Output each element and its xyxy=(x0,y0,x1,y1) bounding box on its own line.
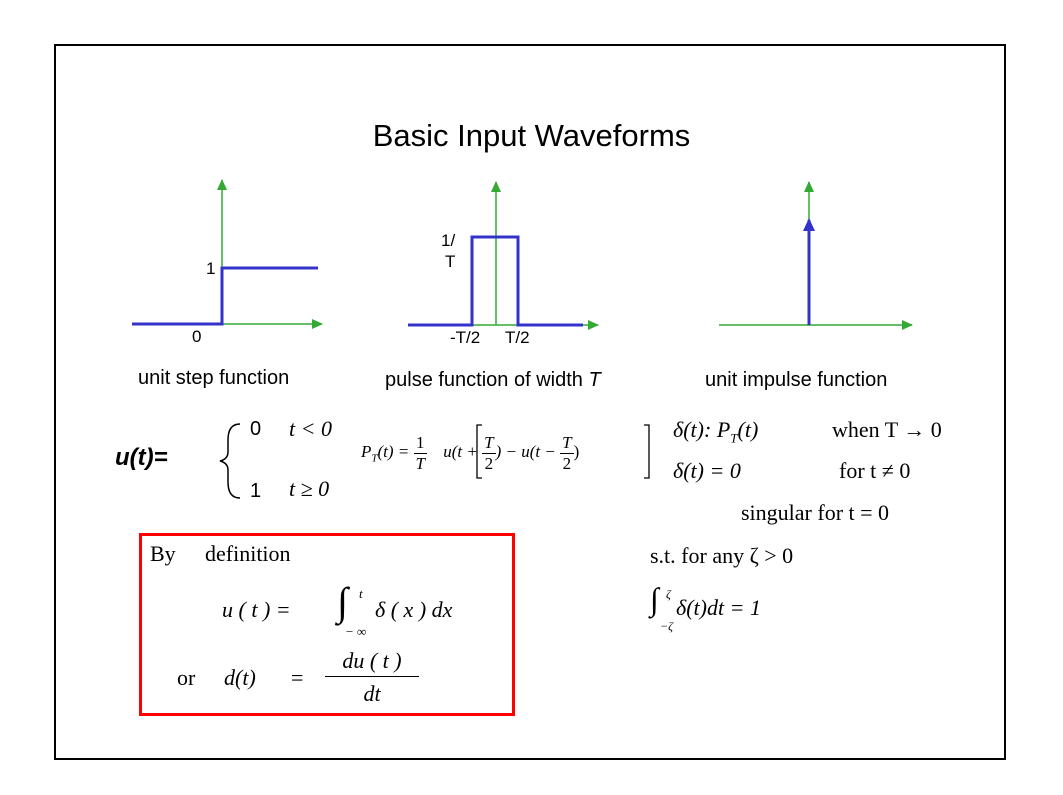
definition-integral-body: δ ( x ) dx xyxy=(375,597,453,622)
step-x-label: 0 xyxy=(192,327,202,346)
impulse-line2-right: for t ≠ 0 xyxy=(839,458,911,483)
pulse-caption: pulse function of width T xyxy=(385,369,601,392)
pulse-y-label-top: 1/ xyxy=(441,231,456,250)
pulse-eq-frac3-num: T xyxy=(560,432,574,454)
step-y-label: 1 xyxy=(206,259,216,278)
pulse-eq-end: ) xyxy=(573,442,580,461)
pulse-eq-lhs-sub: T xyxy=(371,452,378,465)
pulse-x-label-left: -T/2 xyxy=(450,328,481,347)
impulse-plot xyxy=(719,181,913,330)
pulse-eq-frac2-den: 2 xyxy=(484,453,494,473)
step-eq-case2-cond: t ≥ 0 xyxy=(289,476,330,501)
step-plot xyxy=(132,179,323,329)
pulse-eq-lhs: P xyxy=(361,442,372,461)
impulse-integral-lower: −ζ xyxy=(660,619,673,633)
step-caption: unit step function xyxy=(138,367,290,389)
step-eq-lhs: u(t)= xyxy=(115,444,168,471)
definition-eq2-or: or xyxy=(177,665,196,690)
impulse-caption: unit impulse function xyxy=(705,369,888,391)
impulse-integral-upper: ζ xyxy=(666,587,671,601)
slide-frame xyxy=(54,44,1006,760)
impulse-line1-arg: (t) xyxy=(737,417,759,442)
pulse-eq-frac2-num: T xyxy=(482,432,496,454)
definition-integral-sign: ∫ xyxy=(337,579,348,624)
slide-title: Basic Input Waveforms xyxy=(372,118,691,153)
impulse-line1-sub: T xyxy=(730,430,738,446)
impulse-line1-right: when T → 0 xyxy=(832,417,942,442)
step-eq-case1-value: 0 xyxy=(250,418,262,440)
pulse-y-label-bottom: T xyxy=(445,252,456,271)
definition-integral-lower: − ∞ xyxy=(345,624,367,639)
definition-eq1-integral: ∫ t − ∞ δ ( x ) dx xyxy=(337,579,507,644)
pulse-eq-lhs-arg: (t) = xyxy=(377,442,414,461)
definition-box xyxy=(139,533,515,716)
pulse-eq-mid: ) − u(t − xyxy=(495,442,556,461)
pulse-caption-text: pulse function of width xyxy=(385,369,589,391)
impulse-integral-sign: ∫ xyxy=(650,581,659,617)
pulse-eq-frac1-den: T xyxy=(415,453,426,473)
impulse-line2-left: δ(t) = 0 xyxy=(673,458,741,483)
step-eq-case1-cond: t < 0 xyxy=(289,416,332,441)
impulse-integral-body: δ(t)dt = 1 xyxy=(676,595,761,620)
pulse-bracket-right xyxy=(644,424,650,479)
definition-heading-by: By xyxy=(150,541,176,566)
definition-integral-upper: t xyxy=(359,586,363,601)
pulse-eq-frac1-num: 1 xyxy=(413,433,428,454)
pulse-bracket-left xyxy=(476,424,482,479)
step-signal xyxy=(132,266,318,326)
definition-eq2-num: du ( t ) xyxy=(325,648,419,677)
pulse-caption-var: T xyxy=(588,369,601,391)
definition-heading-def: definition xyxy=(205,541,291,566)
pulse-plot xyxy=(408,181,599,330)
definition-eq2-den: dt xyxy=(363,681,381,706)
pulse-eq-term1: u(t + xyxy=(443,442,478,461)
step-eq-case2-value: 1 xyxy=(250,480,262,502)
impulse-line1-text: δ(t): P xyxy=(673,417,731,442)
pulse-eq-frac3-den: 2 xyxy=(562,453,572,473)
definition-eq1-lhs: u ( t ) = xyxy=(222,597,291,622)
impulse-line3: singular for t = 0 xyxy=(741,500,890,525)
pulse-signal xyxy=(408,235,583,327)
definition-eq2-eq: = xyxy=(291,665,304,690)
definition-eq2-frac: du ( t ) dt xyxy=(325,648,419,707)
pulse-x-label-right: T/2 xyxy=(505,328,530,347)
impulse-line4: s.t. for any ζ > 0 xyxy=(650,543,794,568)
cases-brace xyxy=(219,423,241,499)
impulse-line1-left: δ(t): PT(t) xyxy=(673,417,758,446)
definition-eq2-lhs: d(t) xyxy=(224,665,256,690)
